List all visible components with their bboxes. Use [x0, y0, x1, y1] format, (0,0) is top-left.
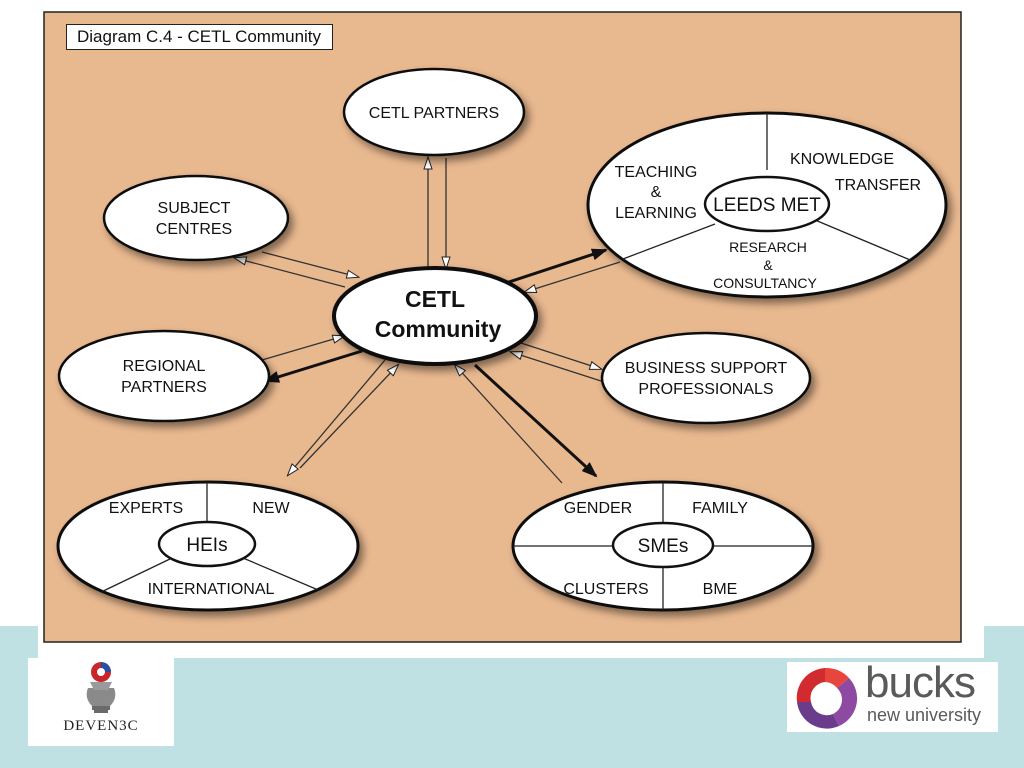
node-regional-partners: REGIONAL PARTNERS [57, 329, 271, 423]
teaching-line2: & [651, 184, 662, 201]
arrow-from-heis [299, 365, 398, 469]
knowledge-line1: KNOWLEDGE [790, 151, 894, 168]
business-support-line1: BUSINESS SUPPORT [625, 360, 788, 377]
arrow-strong-to-smes [473, 363, 598, 478]
node-cetl-community: CETL Community [332, 266, 538, 366]
teaching-line1: TEACHING [615, 164, 698, 181]
node-smes: SMEs GENDER FAMILY CLUSTERS BME [511, 480, 815, 612]
research-line2: & [763, 257, 773, 273]
arrow-to-business-support [520, 342, 601, 369]
knowledge-line2: TRANSFER [835, 177, 921, 194]
arrow-to-subject-centres [235, 258, 346, 288]
arrow-to-heis [288, 359, 386, 475]
diagram-title: Diagram C.4 - CETL Community [66, 24, 333, 50]
bucks-swirl-icon [796, 667, 858, 729]
node-cetl-partners: CETL PARTNERS [342, 67, 526, 157]
leeds-met-core-label: LEEDS MET [713, 195, 821, 216]
arrow-from-leeds-met [525, 261, 621, 292]
arrow-from-business-support [511, 352, 602, 382]
connectors [235, 158, 621, 484]
teaching-line3: LEARNING [615, 205, 697, 222]
bucks-logo-subtitle: new university [867, 705, 982, 725]
lightbulb-icon [86, 662, 116, 713]
arrow-from-regional-partners [261, 336, 344, 361]
regional-partners-line2: PARTNERS [121, 379, 207, 396]
subject-centres-line1: SUBJECT [158, 200, 231, 217]
research-line3: CONSULTANCY [713, 275, 817, 291]
node-heis: HEIs EXPERTS NEW INTERNATIONAL [56, 480, 360, 612]
bucks-logo-word: bucks [865, 658, 976, 707]
bucks-logo: bucks new university [787, 658, 998, 732]
cetl-community-line1: CETL [405, 286, 465, 312]
regional-partners-line1: REGIONAL [123, 358, 206, 375]
arrow-from-smes [455, 365, 563, 484]
deven3c-logo: DEVEN3C [28, 658, 174, 746]
smes-clusters: CLUSTERS [563, 581, 648, 598]
leeds-met-core [703, 175, 831, 233]
heis-new: NEW [252, 500, 290, 517]
business-support-line2: PROFESSIONALS [638, 381, 773, 398]
node-business-support: BUSINESS SUPPORT PROFESSIONALS [600, 331, 812, 425]
arrow-from-subject-centres [261, 251, 358, 277]
subject-centres-line2: CENTRES [156, 221, 232, 238]
arrow-strong-to-leeds-met [505, 248, 608, 285]
smes-family: FAMILY [692, 500, 748, 517]
heis-core [157, 520, 257, 568]
research-line1: RESEARCH [729, 239, 807, 255]
deven3c-logo-text: DEVEN3C [63, 718, 139, 734]
node-subject-centres: SUBJECT CENTRES [102, 174, 290, 262]
cetl-partners-label: CETL PARTNERS [369, 105, 499, 122]
arrow-strong-to-regional-partners [263, 349, 363, 383]
smes-core [611, 521, 715, 569]
heis-international: INTERNATIONAL [148, 581, 275, 598]
cetl-community-line2: Community [375, 316, 502, 342]
node-leeds-met: LEEDS MET TEACHING & LEARNING KNOWLEDGE … [586, 111, 948, 299]
smes-gender: GENDER [564, 500, 632, 517]
smes-core-label: SMEs [638, 536, 689, 557]
heis-core-label: HEIs [186, 535, 227, 556]
smes-bme: BME [703, 581, 738, 598]
heis-experts: EXPERTS [109, 500, 183, 517]
